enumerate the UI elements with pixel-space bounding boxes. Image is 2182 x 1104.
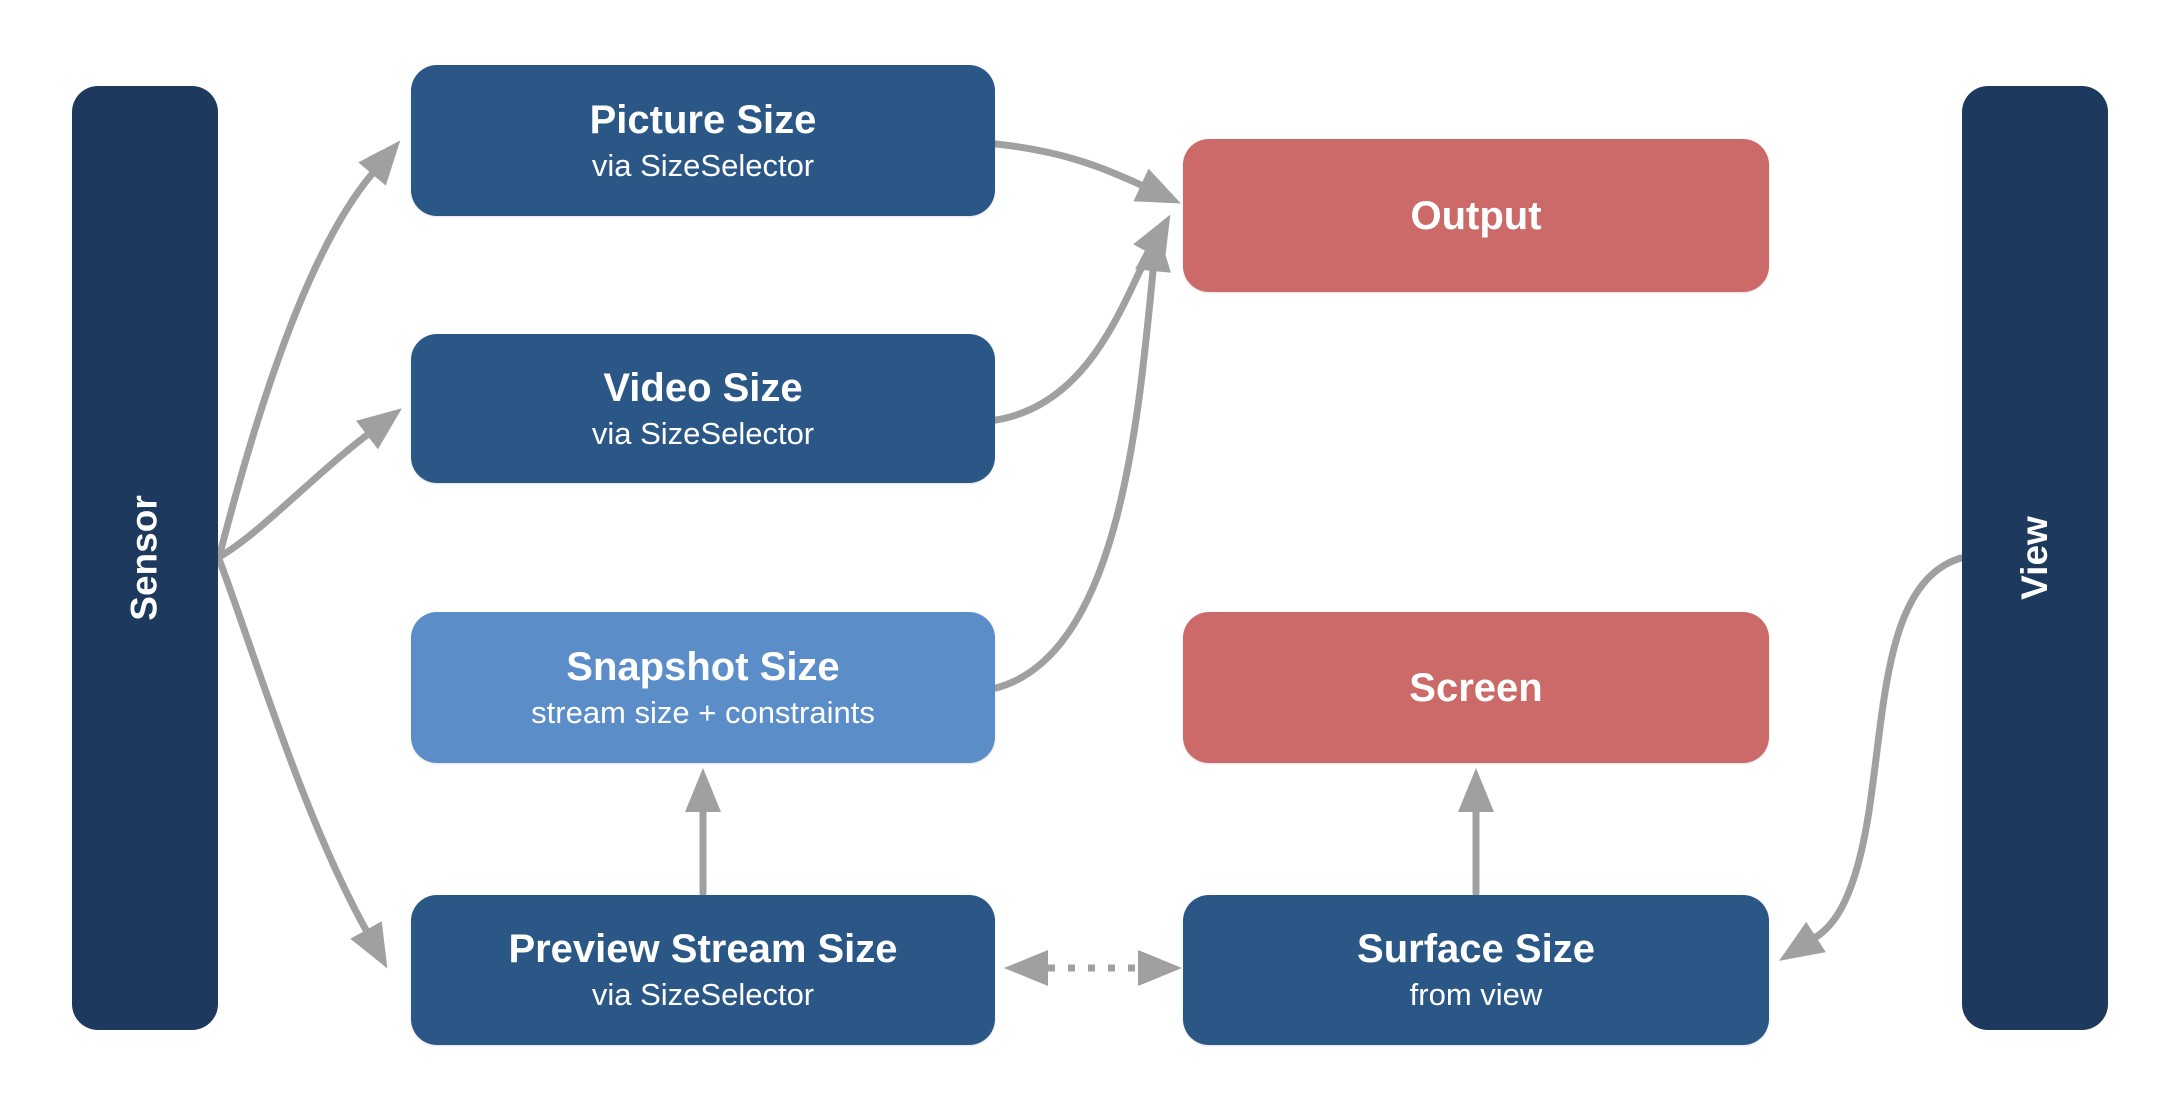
node-surface-size-title: Surface Size [1357, 927, 1595, 972]
lane-view: View [1962, 86, 2108, 1030]
node-screen: Screen [1183, 612, 1769, 763]
lane-view-label: View [2014, 516, 2055, 600]
node-snapshot-size: Snapshot Size stream size + constraints [411, 612, 995, 763]
node-picture-size-subtitle: via SizeSelector [591, 147, 815, 183]
edge-view-to-surface-size [1779, 554, 1965, 961]
edge-snapshot-size-to-output [992, 227, 1171, 692]
edge-sensor-to-preview-stream-size [215, 555, 388, 969]
node-picture-size: Picture Size via SizeSelector [411, 65, 995, 216]
lane-sensor-label: Sensor [124, 495, 165, 621]
node-preview-stream-size-title: Preview Stream Size [508, 927, 898, 972]
edge-sensor-to-picture-size [215, 140, 401, 561]
node-output: Output [1183, 139, 1769, 292]
lane-sensor: Sensor [72, 86, 218, 1030]
edge-sensor-to-video-size [215, 408, 402, 561]
node-snapshot-size-title: Snapshot Size [566, 644, 840, 689]
node-surface-size-subtitle: from view [1409, 977, 1543, 1013]
node-video-size-title: Video Size [603, 365, 803, 410]
node-screen-title: Screen [1409, 665, 1543, 710]
edge-picture-size-to-output [992, 140, 1181, 204]
node-picture-size-title: Picture Size [589, 97, 817, 142]
node-preview-stream-size: Preview Stream Size via SizeSelector [411, 895, 995, 1045]
node-preview-stream-size-subtitle: via SizeSelector [591, 977, 815, 1013]
node-output-title: Output [1410, 193, 1542, 238]
edge-video-size-to-output [992, 214, 1171, 424]
node-surface-size: Surface Size from view [1183, 895, 1769, 1045]
node-video-size-subtitle: via SizeSelector [591, 415, 815, 451]
node-video-size: Video Size via SizeSelector [411, 334, 995, 483]
node-snapshot-size-subtitle: stream size + constraints [531, 694, 875, 730]
